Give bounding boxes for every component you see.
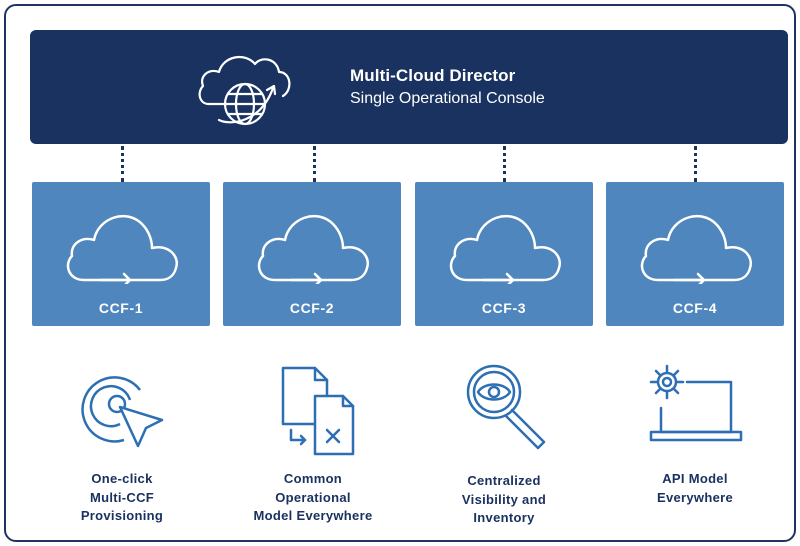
cloud-arrow-icon bbox=[640, 214, 753, 284]
feature-label-line: Provisioning bbox=[80, 508, 164, 523]
feature-label-line: Model Everywhere bbox=[253, 508, 373, 523]
ccf-box-3: CCF-3 bbox=[415, 182, 593, 326]
cloud-arrow-icon bbox=[449, 214, 562, 284]
connector-line bbox=[694, 146, 697, 182]
connector-line bbox=[503, 146, 506, 182]
connector-line bbox=[313, 146, 316, 182]
feature-label: API Model Everywhere bbox=[610, 470, 780, 507]
cloud-arrow-icon bbox=[66, 214, 179, 284]
ccf-label: CCF-3 bbox=[481, 300, 527, 316]
feature-label-line: One-click bbox=[91, 471, 153, 486]
feature-label-line: Operational bbox=[275, 489, 351, 505]
feature-label: Centralized Visibility and Inventory bbox=[419, 472, 589, 528]
feature-label-line: Centralized bbox=[467, 473, 541, 488]
feature-label-line: Visibility and bbox=[461, 491, 547, 507]
ccf-box-2: CCF-2 bbox=[223, 182, 401, 326]
laptop-gear-icon bbox=[649, 364, 743, 442]
magnifier-eye-icon bbox=[466, 364, 546, 450]
documents-icon bbox=[281, 366, 355, 456]
cloud-globe-icon bbox=[198, 55, 291, 126]
cloud-arrow-icon bbox=[257, 214, 370, 284]
ccf-label: CCF-4 bbox=[672, 300, 718, 316]
feature-label-line: API Model bbox=[662, 471, 728, 486]
feature-label-line: Common bbox=[283, 471, 343, 486]
multi-cloud-director-panel: Multi-Cloud Director Single Operational … bbox=[30, 30, 788, 144]
ccf-label: CCF-1 bbox=[98, 300, 144, 316]
target-cursor-icon bbox=[81, 376, 164, 448]
director-title: Multi-Cloud Director bbox=[350, 66, 516, 85]
feature-label-line: Multi-CCF bbox=[89, 489, 155, 505]
feature-label: Common Operational Model Everywhere bbox=[228, 470, 398, 526]
feature-label-line: Everywhere bbox=[657, 489, 733, 505]
feature-label-line: Inventory bbox=[473, 510, 535, 525]
ccf-box-4: CCF-4 bbox=[606, 182, 784, 326]
director-subtitle: Single Operational Console bbox=[350, 90, 545, 107]
ccf-box-1: CCF-1 bbox=[32, 182, 210, 326]
connector-line bbox=[121, 146, 124, 182]
feature-label: One-click Multi-CCF Provisioning bbox=[37, 470, 207, 526]
ccf-label: CCF-2 bbox=[289, 300, 335, 316]
